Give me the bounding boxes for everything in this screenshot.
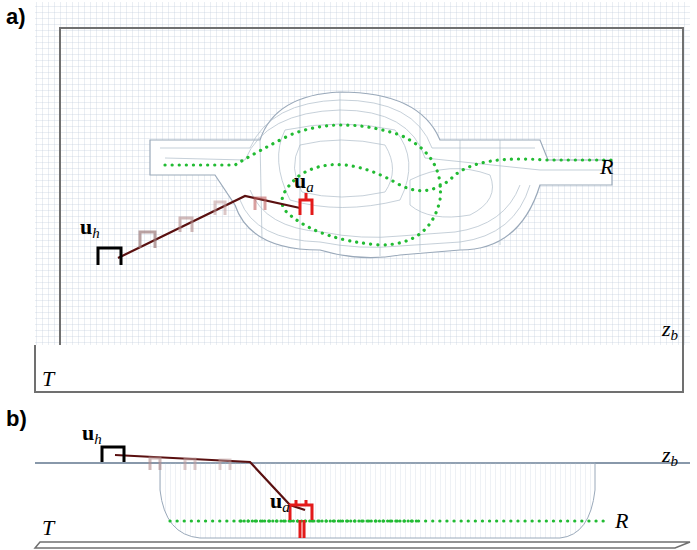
math-label: T [42,517,54,539]
math-label: T [42,368,54,390]
math-label: zb [662,444,678,469]
math-label: ua [294,170,314,195]
math-label: uh [80,216,100,241]
math-label: R [600,156,613,178]
panel-label: a) [6,6,26,28]
math-label: ua [270,490,290,515]
panel-label: b) [6,408,27,430]
math-label: uh [82,422,102,447]
math-label: R [615,510,628,532]
math-label: zb [662,318,678,343]
